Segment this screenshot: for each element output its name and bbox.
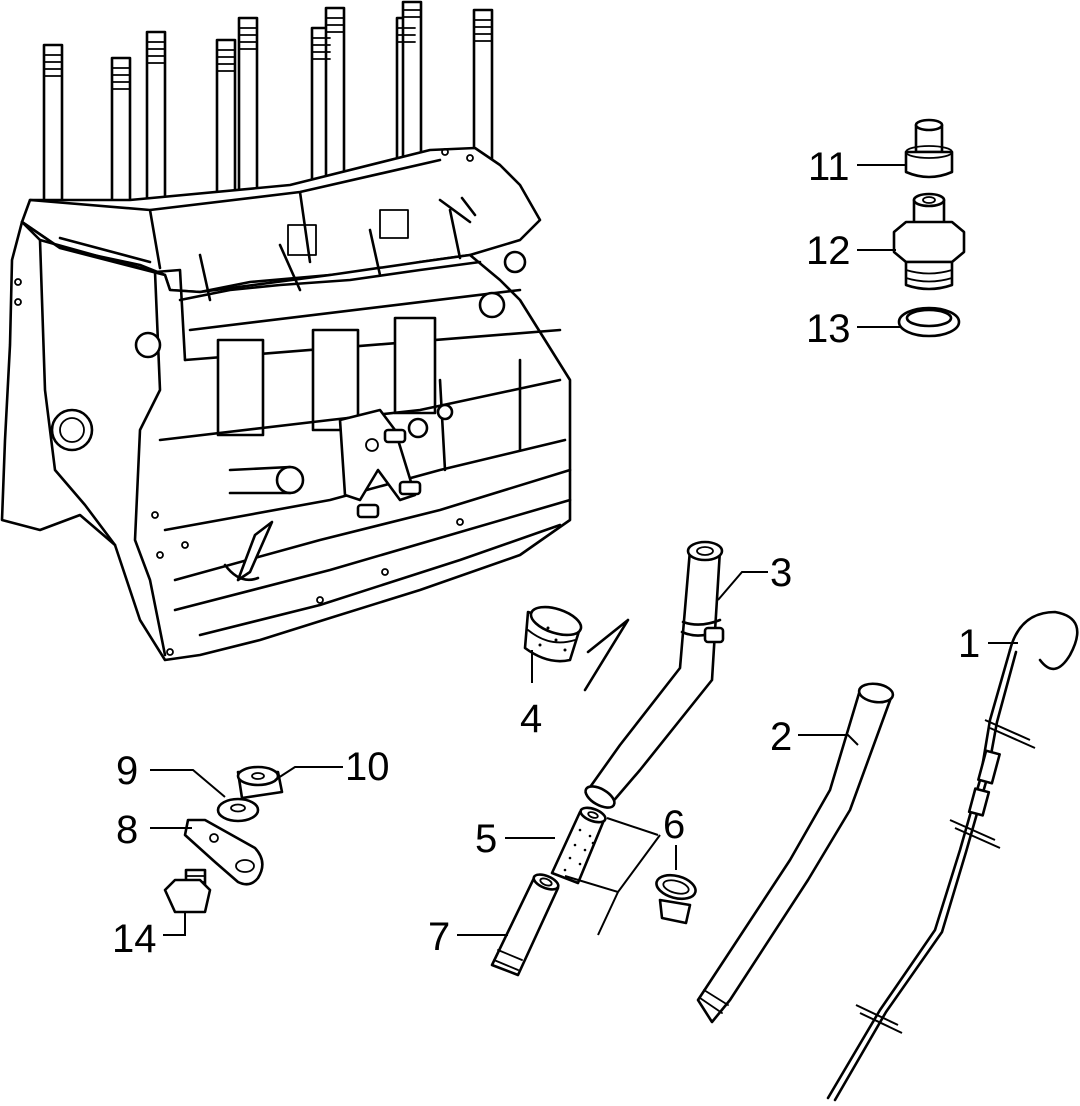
part-10-nut: [236, 765, 284, 800]
callout-9: 9: [116, 749, 138, 793]
part-6-hose-clamp: [655, 873, 697, 925]
part-1-oil-dipstick: [826, 610, 1079, 1102]
callout-11: 11: [808, 145, 850, 189]
callout-6: 6: [663, 803, 685, 847]
part-3-dipstick-guide-tube: [583, 540, 725, 809]
part-9-washer: [216, 797, 260, 823]
callout-13: 13: [806, 307, 851, 351]
callout-12: 12: [806, 229, 851, 273]
leader-lines: [150, 164, 1018, 936]
callout-1: 1: [958, 622, 980, 666]
part-7-oil-pipe: [490, 873, 560, 977]
callout-4: 4: [520, 697, 542, 741]
callout-labels: 1 2 3 4 5 6 7 8 9 10 11 12 13 14: [112, 145, 980, 961]
callout-5: 5: [475, 817, 497, 861]
callout-14: 14: [112, 917, 157, 961]
callout-2: 2: [770, 715, 792, 759]
part-2-dipstick-tube: [696, 682, 895, 1024]
callout-3: 3: [770, 551, 792, 595]
callout-10: 10: [345, 745, 390, 789]
part-13-sealing-washer: [897, 306, 961, 338]
part-8-bracket: [183, 818, 264, 886]
part-12-oil-pressure-sender: [892, 192, 966, 291]
part-14-bolt: [163, 868, 212, 914]
callout-8: 8: [116, 808, 138, 852]
part-11-cap: [904, 118, 954, 179]
callout-7: 7: [428, 915, 450, 959]
part-5-strainer: [550, 806, 607, 885]
engine-block: [0, 0, 572, 662]
part-4-rubber-grommet: [523, 605, 583, 663]
